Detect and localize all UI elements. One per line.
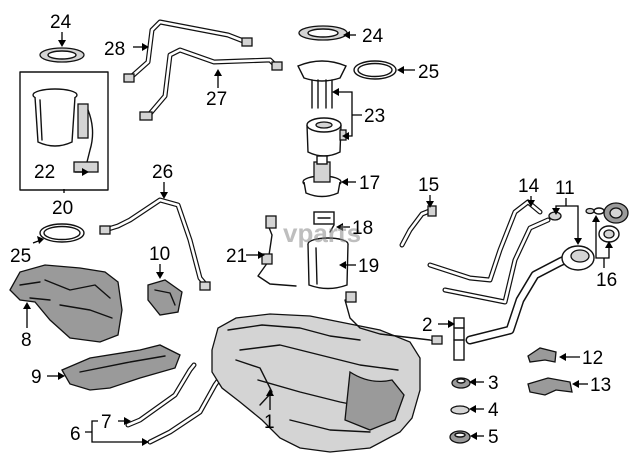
callout-3: 3 — [488, 373, 499, 394]
part-11-filler-neck — [465, 211, 595, 345]
callout-10: 10 — [149, 244, 170, 265]
part-27-hose — [139, 47, 283, 121]
part-24-ring-right — [298, 25, 348, 41]
callout-27: 27 — [206, 89, 227, 110]
part-14-line — [427, 199, 551, 305]
part-4-grommet — [450, 405, 470, 415]
part-18-clip — [313, 211, 335, 225]
callout-labels: 24 28 27 24 25 23 22 20 17 26 15 14 11 1… — [10, 12, 617, 448]
callout-18: 18 — [352, 218, 373, 239]
callout-16: 16 — [596, 270, 617, 291]
callout-25-right: 25 — [418, 62, 439, 83]
part-28-hose — [123, 19, 253, 83]
callout-5: 5 — [488, 427, 499, 448]
part-17-pump — [302, 155, 342, 198]
part-9-shield-plate — [61, 344, 181, 391]
part-21-harness — [257, 215, 297, 287]
callout-1: 1 — [264, 412, 275, 433]
callout-21: 21 — [226, 246, 247, 267]
part-10-bracket — [147, 279, 183, 316]
callout-28: 28 — [104, 39, 125, 60]
leader-lines — [23, 31, 613, 446]
callout-19: 19 — [358, 256, 379, 277]
part-6-strap — [147, 375, 223, 445]
part-2-vent-tube — [344, 291, 465, 361]
part-24-ring-left — [39, 47, 85, 63]
part-19-filter — [307, 224, 349, 290]
callout-13: 13 — [590, 375, 611, 396]
callout-17: 17 — [359, 173, 380, 194]
part-13-bracket — [527, 377, 573, 396]
callout-24-left: 24 — [50, 12, 72, 33]
callout-15: 15 — [418, 175, 439, 196]
callout-23: 23 — [364, 106, 385, 127]
part-23-sender-unit — [297, 60, 347, 157]
watermark: vparts — [283, 218, 361, 248]
callout-26: 26 — [152, 162, 173, 183]
part-1-fuel-tank — [211, 313, 421, 453]
part-25-ring-right — [353, 60, 397, 80]
callout-9: 9 — [31, 367, 42, 388]
part-3-grommet — [451, 377, 471, 389]
part-26-line — [99, 197, 211, 291]
callout-2: 2 — [422, 315, 433, 336]
callout-22: 22 — [34, 162, 55, 183]
part-8-heat-shield — [9, 264, 123, 343]
part-22-pump-assembly — [32, 88, 99, 173]
part-5-grommet — [449, 430, 471, 444]
callout-7: 7 — [101, 412, 112, 433]
callout-14: 14 — [518, 176, 540, 197]
callout-25-left: 25 — [10, 246, 31, 267]
callout-20: 20 — [52, 198, 73, 219]
callout-8: 8 — [21, 330, 32, 351]
part-7-strap — [125, 362, 197, 428]
part-25-ring-left — [39, 223, 85, 243]
callout-12: 12 — [582, 348, 603, 369]
part-12-bracket — [527, 347, 557, 363]
callout-4: 4 — [488, 400, 499, 421]
part-15-hose — [399, 205, 437, 248]
callout-6: 6 — [70, 424, 81, 445]
callout-11: 11 — [555, 178, 575, 199]
part-16-fuel-cap — [585, 202, 629, 243]
callout-24-right: 24 — [362, 26, 384, 47]
